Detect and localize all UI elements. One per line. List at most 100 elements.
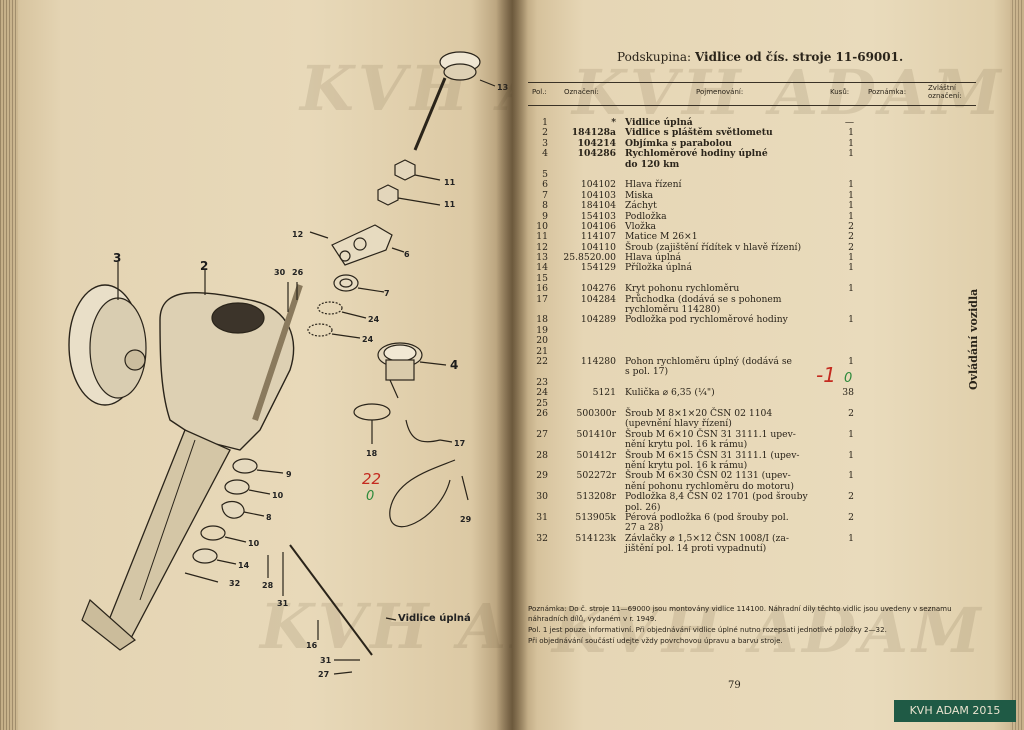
row-quantity: 1	[848, 470, 854, 482]
col-poznamka: Poznámka:	[868, 88, 907, 96]
callout-12: 12	[292, 230, 303, 239]
row-name: Podložka	[625, 210, 667, 222]
callout-0-handwritten: 0	[366, 489, 374, 504]
row-quantity: —	[844, 117, 854, 128]
diagram-callouts: 13 11 11 12 6 3 2 30 26 7 24 24 4 18 17 …	[113, 83, 508, 679]
part-3-headlamp	[68, 284, 147, 406]
row-name: Objímka s parabolou	[625, 137, 732, 149]
section-side-label: Ovládání vozidla	[967, 288, 980, 390]
row-quantity: 1	[848, 449, 854, 461]
row-quantity: 2	[848, 511, 854, 523]
row-position: 19	[536, 324, 548, 336]
row-quantity: 2	[848, 491, 854, 503]
row-position: 24	[536, 387, 548, 399]
row-position: 10	[536, 220, 548, 232]
row-position: 16	[536, 283, 548, 295]
row-quantity: 2	[848, 231, 854, 243]
row-quantity: 1	[848, 200, 854, 212]
callout-22-handwritten: 22	[362, 470, 381, 488]
row-position: 13	[536, 252, 548, 264]
row-position: 29	[536, 470, 548, 482]
row-quantity: 1	[848, 283, 854, 295]
part-18-washer	[353, 403, 391, 421]
note-1: Poznámka: Do č. stroje 11—69000 jsou mon…	[528, 604, 952, 623]
row-quantity: 1	[848, 252, 854, 264]
col-zvlastni: Zvláštní označení:	[928, 84, 962, 100]
callout-2: 2	[200, 259, 208, 273]
row-position: 2	[542, 127, 548, 139]
row-position: 28	[536, 449, 548, 461]
table-row: 25	[524, 397, 984, 409]
row-code: 184104	[580, 200, 616, 212]
row-name: Šroub M 6×15 ČSN 31 3111.1 (upev- nění k…	[625, 449, 800, 471]
row-code: 104214	[577, 137, 616, 149]
row-position: 4	[542, 148, 548, 160]
row-code: 514123k	[575, 532, 616, 544]
callout-11-a: 11	[444, 178, 456, 187]
subgroup-heading-title: Vidlice od čís. stroje 11-69001.	[694, 50, 904, 64]
left-page: KVH ADAM KVH ADAM	[0, 0, 512, 730]
part-13-head-knob	[413, 51, 481, 151]
row-position: 18	[536, 314, 548, 326]
page-number: 79	[728, 680, 741, 691]
note-2: Pol. 1 jest pouze informativní. Při obje…	[528, 625, 887, 634]
row-position: 23	[536, 376, 548, 388]
table-row: 19	[524, 324, 984, 336]
row-position: 7	[542, 189, 548, 201]
handwritten-green: 0	[843, 371, 853, 386]
handwritten-red: -1	[816, 363, 836, 387]
table-row: 29 502272r Šroub M 6×30 ČSN 02 1131 (upev-…	[524, 470, 984, 492]
row-name: Šroub (zajištění řídítek v hlavě řízení)	[625, 241, 802, 253]
row-code: 104276	[580, 283, 616, 295]
callout-17: 17	[454, 439, 465, 448]
row-quantity: 1	[848, 137, 854, 149]
row-name: Vidlice s pláštěm světlometu	[625, 127, 773, 139]
table-row: 5	[524, 169, 984, 180]
row-quantity: 1	[848, 189, 854, 201]
callout-9: 9	[286, 470, 292, 479]
row-name: Šroub M 6×30 ČSN 02 1131 (upev- nění poh…	[625, 470, 794, 492]
row-position: 11	[536, 231, 548, 243]
row-name: Šroub M 6×10 ČSN 31 3111.1 upev- nění kr…	[625, 428, 796, 451]
row-code: 502272r	[576, 470, 616, 482]
book-gutter	[496, 0, 528, 730]
col-pol: Pol.:	[532, 88, 547, 96]
row-code: 501412r	[576, 449, 616, 461]
subgroup-heading: Podskupina: Vidlice od čís. stroje 11-69…	[617, 50, 977, 64]
row-position: 22	[536, 356, 548, 368]
callout-32: 32	[229, 579, 240, 588]
part-16-speedometer-drive-cover	[289, 544, 373, 656]
row-name: Pohon rychloměru úplný (dodává se s pol.…	[625, 356, 792, 378]
row-name: Záchyt	[625, 200, 657, 212]
callout-6: 6	[404, 250, 410, 259]
table-row: 28 501412r Šroub M 6×15 ČSN 31 3111.1 (upe…	[524, 449, 984, 472]
row-name: Kulička ⌀ 6,35 (¼")	[625, 387, 715, 399]
callout-8: 8	[266, 513, 272, 522]
part-4-speedometer	[377, 342, 423, 399]
row-code: 184128a	[571, 127, 616, 139]
row-position: 25	[536, 397, 548, 409]
diagram-title: Vidlice úplná	[398, 613, 471, 624]
callout-4: 4	[450, 358, 458, 372]
row-position: 17	[536, 293, 548, 305]
row-name: Vidlice úplná	[625, 117, 693, 128]
table-row: 21	[524, 346, 984, 357]
row-position: 14	[536, 262, 548, 274]
row-quantity: 1	[848, 179, 854, 191]
row-code: 104106	[580, 220, 616, 232]
watermark-right-bottom: KVH ADAM	[552, 594, 985, 667]
row-code: 501410r	[576, 428, 616, 440]
table-row: 20	[524, 335, 984, 346]
row-quantity: 1	[848, 148, 854, 160]
